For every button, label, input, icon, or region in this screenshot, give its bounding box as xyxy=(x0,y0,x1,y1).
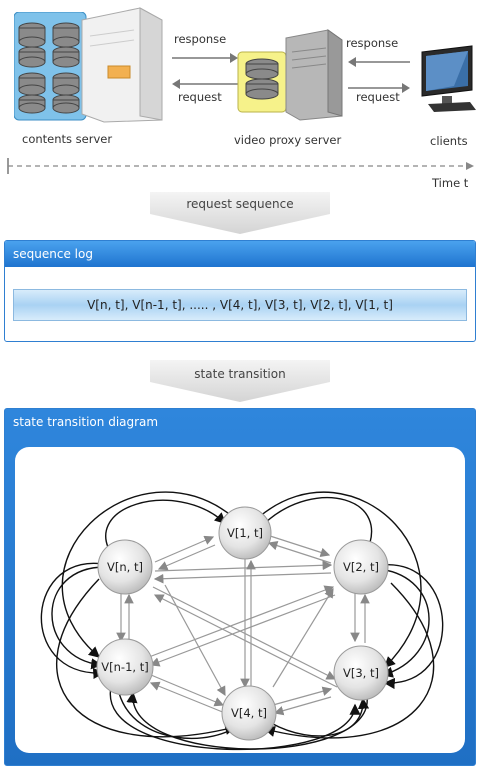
state-node-v4-label: V[4, t] xyxy=(231,706,267,720)
state-node-v4: V[4, t] xyxy=(221,685,277,741)
exchange-arrows-1 xyxy=(172,53,238,89)
request-label-2: request xyxy=(356,90,400,104)
request-sequence-label: request sequence xyxy=(186,197,294,211)
response-label-2: response xyxy=(346,36,399,50)
state-node-v1-label: V[1, t] xyxy=(227,526,263,540)
state-transition-label: state transition xyxy=(194,367,286,381)
request-label-1: request xyxy=(178,90,222,104)
state-node-v3: V[3, t] xyxy=(333,645,389,701)
outer-edges xyxy=(40,491,444,751)
state-node-v2-label: V[2, t] xyxy=(343,560,379,574)
client-monitor-icon xyxy=(421,45,476,112)
state-node-v1: V[1, t] xyxy=(218,506,272,560)
sequence-log-bar: V[n, t], V[n-1, t], ..... , V[4, t], V[3… xyxy=(13,289,467,321)
response-label-1: response xyxy=(174,32,227,46)
sequence-log-panel: sequence log V[n, t], V[n-1, t], ..... ,… xyxy=(4,240,476,342)
down-arrow-shape-2 xyxy=(150,360,330,402)
timeline xyxy=(7,158,474,174)
state-node-vn-label: V[n, t] xyxy=(107,560,143,574)
down-arrow-shape xyxy=(150,192,330,234)
sequence-log-title: sequence log xyxy=(5,241,475,267)
request-sequence-banner: request sequence xyxy=(150,190,330,234)
state-transition-panel: state transition diagram xyxy=(4,408,476,766)
server-tower-icon xyxy=(81,7,163,123)
state-transition-diagram: V[1, t] V[n, t] V[2, t] V[n-1, t] V[4, t… xyxy=(40,491,444,751)
state-node-vn1: V[n-1, t] xyxy=(96,638,154,696)
state-node-v3-label: V[3, t] xyxy=(343,666,379,680)
clients-label: clients xyxy=(430,134,468,148)
video-proxy-server-label: video proxy server xyxy=(234,133,342,147)
video-proxy-server-icon xyxy=(237,29,343,121)
exchange-arrows-2 xyxy=(348,57,410,93)
state-transition-title: state transition diagram xyxy=(13,415,159,429)
state-node-v2: V[2, t] xyxy=(333,539,389,595)
time-label: Time t xyxy=(432,176,469,190)
inner-edges xyxy=(116,534,370,716)
state-node-vn: V[n, t] xyxy=(97,539,153,595)
state-node-vn1-label: V[n-1, t] xyxy=(101,660,148,674)
diagram-area: V[1, t] V[n, t] V[2, t] V[n-1, t] V[4, t… xyxy=(15,447,465,753)
contents-server-icon xyxy=(14,12,87,121)
contents-server-label: contents server xyxy=(22,132,113,146)
state-transition-banner: state transition xyxy=(150,358,330,402)
